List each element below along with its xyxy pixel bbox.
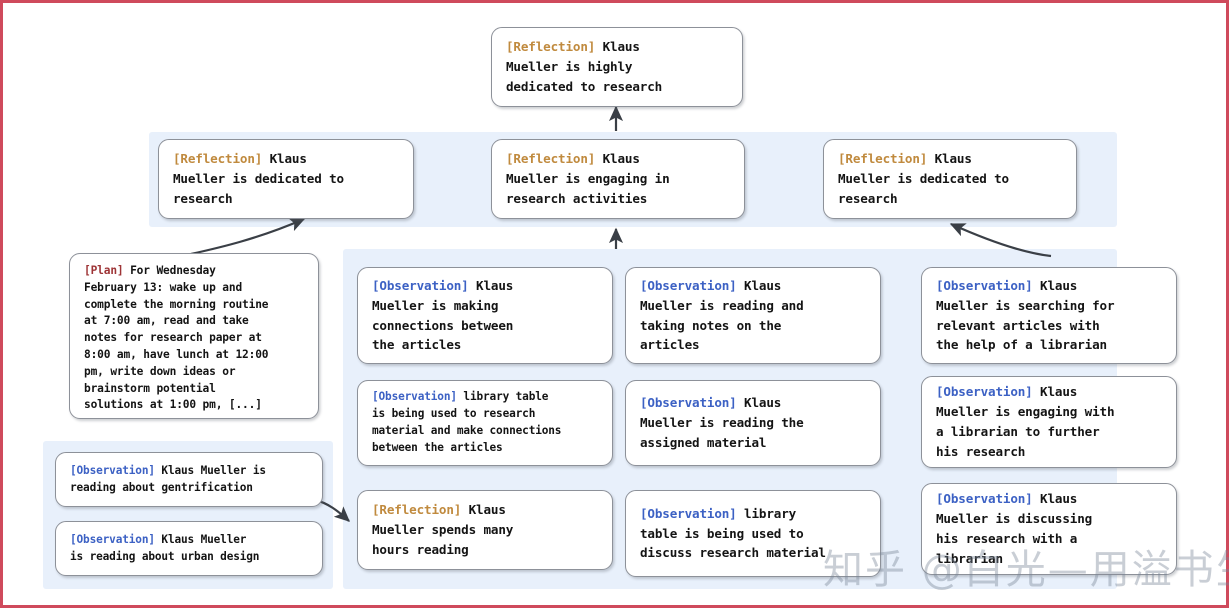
node-text: [Observation] Klaus Mueller is reading t… (640, 393, 804, 453)
node-text: [Observation] Klaus Mueller is making co… (372, 276, 513, 356)
node-body: library table is being used to discuss r… (640, 505, 826, 561)
tag-reflection: [Reflection] (372, 502, 462, 518)
tag-observation: [Observation] (70, 532, 155, 546)
node-body: Klaus Mueller is discussing his research… (936, 491, 1093, 566)
tag-observation: [Observation] (936, 277, 1033, 293)
node-text: [Observation] Klaus Mueller is engaging … (936, 382, 1115, 462)
diagram-canvas: [Reflection] Klaus Mueller is highly ded… (3, 3, 1229, 605)
node-text: [Observation] Klaus Mueller is reading a… (70, 532, 259, 566)
node-body: Klaus Mueller is engaging with a librari… (936, 384, 1115, 459)
tag-observation: [Observation] (70, 463, 155, 477)
node-text: [Reflection] Klaus Mueller is highly ded… (506, 37, 662, 97)
node-text: [Reflection] Klaus Mueller spends many h… (372, 500, 513, 560)
node-text: [Observation] Klaus Mueller is searching… (936, 276, 1115, 356)
tag-reflection: [Reflection] (506, 151, 596, 167)
node-text: [Reflection] Klaus Mueller is engaging i… (506, 149, 670, 209)
node-text: [Plan] For Wednesday February 13: wake u… (84, 263, 269, 414)
tag-reflection: [Reflection] (838, 151, 928, 167)
node-body: Klaus Mueller is engaging in research ac… (506, 151, 670, 206)
node-body: For Wednesday February 13: wake up and c… (84, 264, 269, 412)
node-obs-library-table-discuss[interactable]: [Observation] library table is being use… (625, 490, 881, 577)
tag-observation: [Observation] (640, 277, 737, 293)
watermark: 知乎 @白光—用溢书生 (823, 547, 1229, 593)
tag-reflection: [Reflection] (173, 151, 263, 167)
node-obs-engaging-librarian[interactable]: [Observation] Klaus Mueller is engaging … (921, 376, 1177, 468)
node-body: Klaus Mueller is making connections betw… (372, 277, 514, 353)
node-body: Klaus Mueller is reading about urban des… (70, 532, 260, 563)
node-obs-connections[interactable]: [Observation] Klaus Mueller is making co… (357, 267, 613, 364)
node-body: Klaus Mueller is searching for relevant … (936, 277, 1115, 353)
tag-observation: [Observation] (372, 277, 469, 293)
node-body: Klaus Mueller is dedicated to research (838, 151, 1009, 206)
node-text: [Reflection] Klaus Mueller is dedicated … (838, 149, 1009, 209)
node-obs-searching-articles[interactable]: [Observation] Klaus Mueller is searching… (921, 267, 1177, 364)
node-text: [Observation] library table is being use… (372, 389, 561, 456)
node-body: Klaus Mueller is dedicated to research (173, 151, 344, 206)
tag-observation: [Observation] (372, 390, 457, 404)
node-obs-urban-design[interactable]: [Observation] Klaus Mueller is reading a… (55, 521, 323, 576)
node-ref-hours-reading[interactable]: [Reflection] Klaus Mueller spends many h… (357, 490, 613, 570)
node-body: Klaus Mueller spends many hours reading (372, 502, 514, 557)
node-body: Klaus Mueller is reading and taking note… (640, 277, 804, 353)
tag-observation: [Observation] (936, 384, 1033, 400)
tag-reflection: [Reflection] (506, 39, 596, 55)
node-mid-reflection-center[interactable]: [Reflection] Klaus Mueller is engaging i… (491, 139, 745, 219)
node-body: Klaus Mueller is reading about gentrific… (70, 463, 266, 494)
node-obs-reading-notes[interactable]: [Observation] Klaus Mueller is reading a… (625, 267, 881, 364)
tag-plan: [Plan] (84, 264, 124, 277)
node-root-reflection[interactable]: [Reflection] Klaus Mueller is highly ded… (491, 27, 743, 107)
node-text: [Observation] Klaus Mueller is discussin… (936, 489, 1092, 569)
node-obs-library-table-connections[interactable]: [Observation] library table is being use… (357, 380, 613, 466)
node-mid-reflection-left[interactable]: [Reflection] Klaus Mueller is dedicated … (158, 139, 414, 219)
node-obs-gentrification[interactable]: [Observation] Klaus Mueller is reading a… (55, 452, 323, 507)
node-obs-assigned-material[interactable]: [Observation] Klaus Mueller is reading t… (625, 380, 881, 466)
tag-observation: [Observation] (640, 395, 737, 411)
tag-observation: [Observation] (936, 491, 1033, 507)
node-obs-discussing-librarian[interactable]: [Observation] Klaus Mueller is discussin… (921, 483, 1177, 575)
node-text: [Reflection] Klaus Mueller is dedicated … (173, 149, 344, 209)
node-text: [Observation] Klaus Mueller is reading a… (70, 463, 266, 497)
node-mid-reflection-right[interactable]: [Reflection] Klaus Mueller is dedicated … (823, 139, 1077, 219)
node-body: Klaus Mueller is highly dedicated to res… (506, 39, 663, 94)
node-text: [Observation] Klaus Mueller is reading a… (640, 276, 804, 356)
node-plan[interactable]: [Plan] For Wednesday February 13: wake u… (69, 253, 319, 419)
node-text: [Observation] library table is being use… (640, 504, 826, 564)
node-body: Klaus Mueller is reading the assigned ma… (640, 395, 804, 450)
node-body: library table is being used to research … (372, 390, 562, 454)
tag-observation: [Observation] (640, 505, 737, 521)
